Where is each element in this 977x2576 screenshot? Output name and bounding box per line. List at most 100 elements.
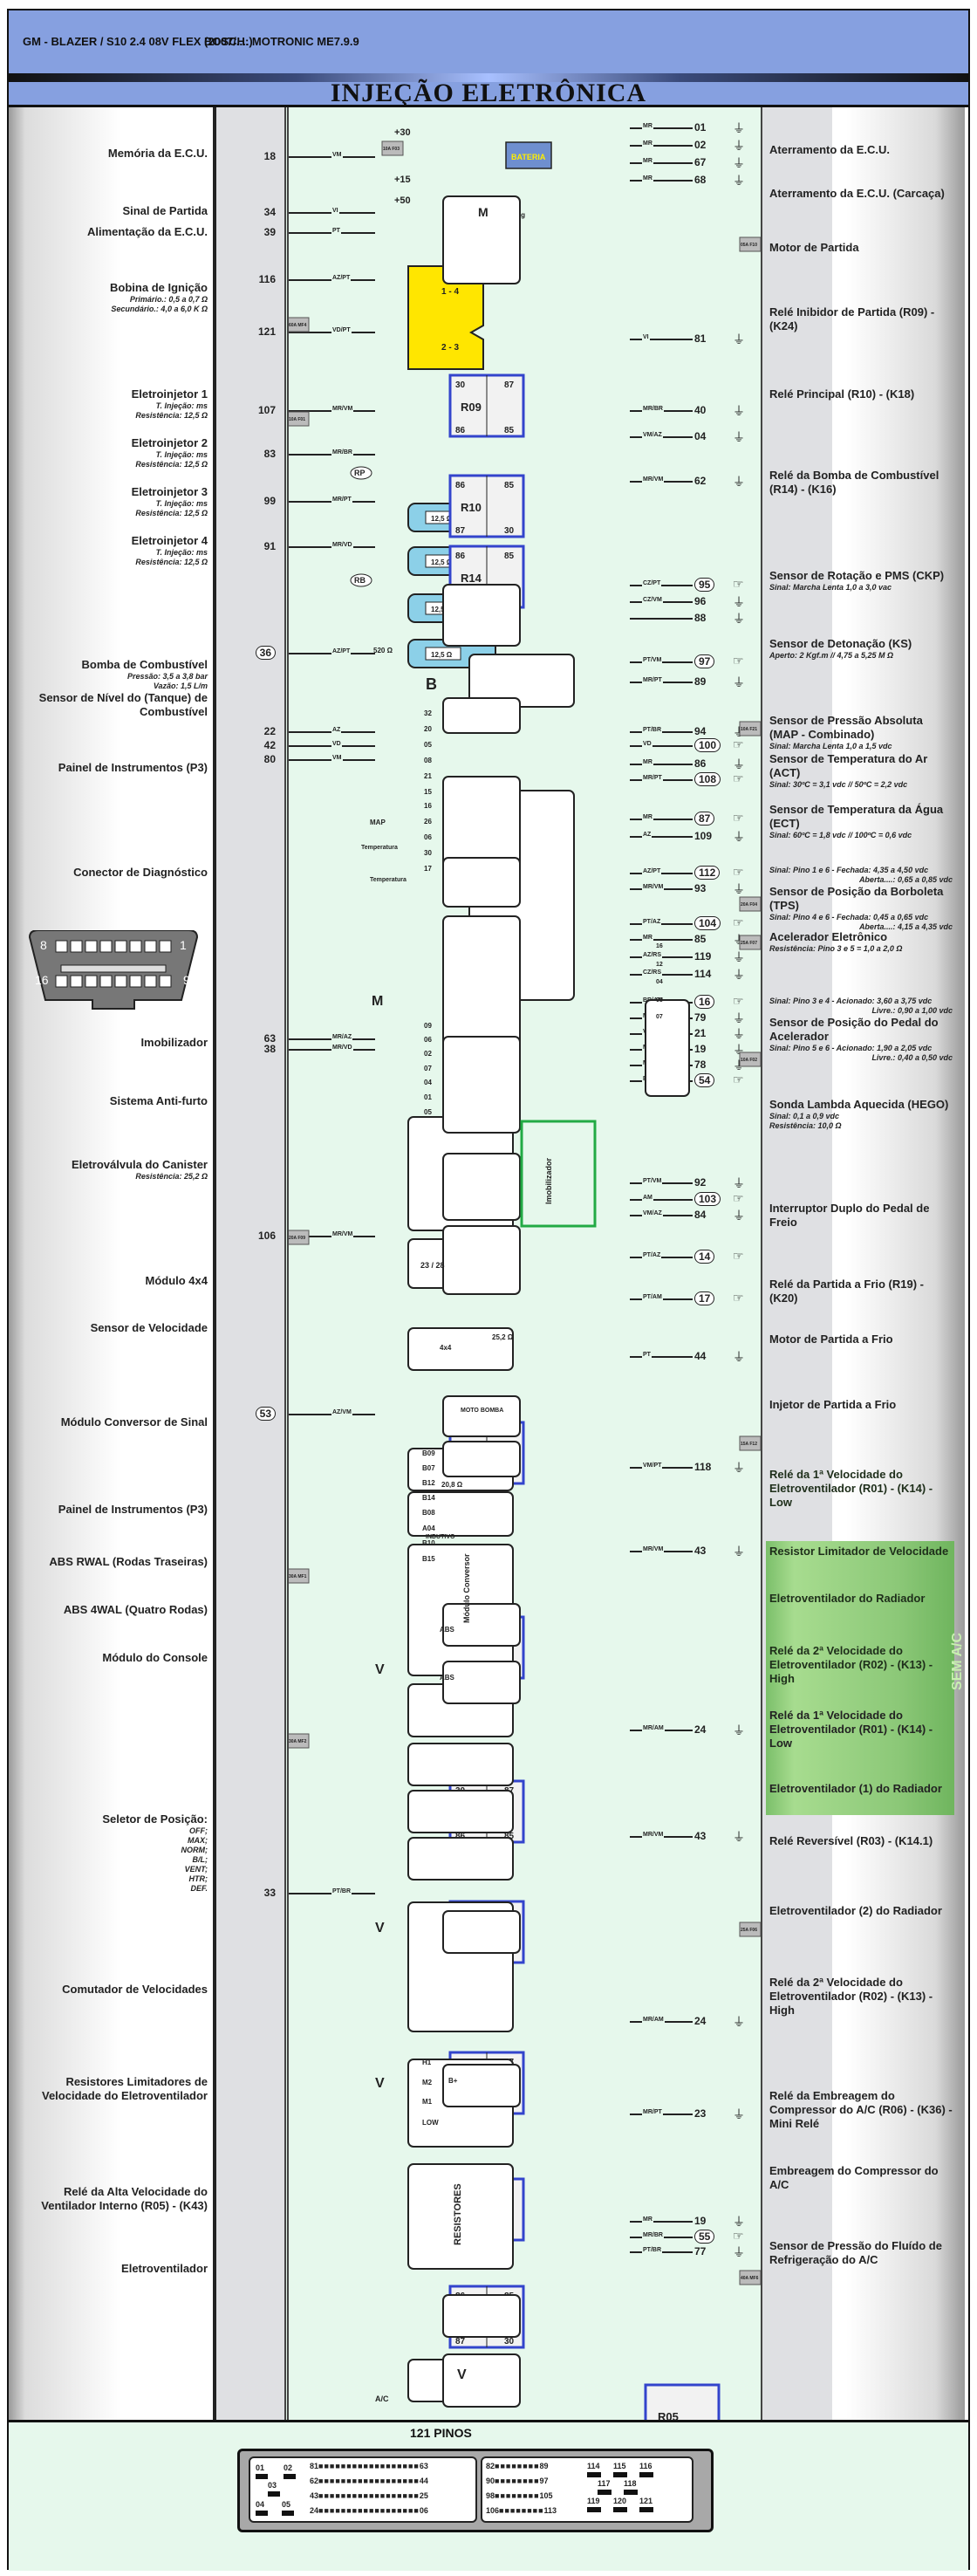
ecu-pin-right: 109 xyxy=(694,830,712,842)
cold-start-injector xyxy=(442,1441,521,1477)
ecu-pin-right: 67 xyxy=(694,156,706,168)
pin-slot xyxy=(613,2472,627,2477)
fuel-pump xyxy=(468,654,575,708)
left-label: Memória da E.C.U. xyxy=(12,147,208,161)
pin-number: 118 xyxy=(694,1461,712,1473)
ecu-single-pin: 120 xyxy=(613,2497,627,2514)
ecu-pin-left: 39 xyxy=(241,226,276,238)
obd-pin xyxy=(114,975,127,988)
fuse-label: 20A F04 xyxy=(741,902,757,908)
pin-number: 93 xyxy=(694,882,707,894)
injector-resistance-label: 12,5 Ω xyxy=(431,515,453,523)
wire-color-label: VM xyxy=(331,152,343,158)
pin-label: 82 xyxy=(486,2462,495,2470)
right-label-title: Eletroventilador (1) do Radiador xyxy=(769,1782,942,1795)
relay-pin-label: 30 xyxy=(504,2337,515,2346)
ground-icon: ☞ xyxy=(733,1191,744,1205)
cold-start-pump xyxy=(442,1395,521,1437)
ground-icon: ⏚ xyxy=(733,675,745,689)
ecu-pin-right: 01 xyxy=(694,121,706,134)
ecu-single-pin: 115 xyxy=(613,2462,627,2479)
left-label-sub: Resistência: 12,5 Ω xyxy=(135,460,208,469)
motobomba-label: MOTO BOMBA xyxy=(461,1408,503,1414)
diagnostic-connector xyxy=(645,999,690,1097)
pin-slot xyxy=(639,2472,653,2477)
wire-color-label: MR/AZ xyxy=(331,1034,353,1040)
right-label-sub: Sinal: Pino 5 e 6 - Acionado: 1,90 a 2,0… xyxy=(769,1044,933,1052)
wire-color-label: MR xyxy=(642,935,653,941)
right-label: Relé da 1ª Velocidade do Eletroventilado… xyxy=(769,1468,953,1510)
panel-pin-label: 08 xyxy=(424,757,432,764)
wire-color-label: MR xyxy=(642,175,653,182)
ground-icon: ⏚ xyxy=(733,1350,745,1364)
ac-label: A/C xyxy=(375,2394,389,2403)
pin-number: 43 xyxy=(694,1545,707,1557)
panel-pin-label: 16 xyxy=(424,802,432,810)
wire xyxy=(630,745,693,747)
pin-number: 54 xyxy=(694,1073,715,1087)
right-label: Relé Inibidor de Partida (R09) - (K24) xyxy=(769,305,953,333)
right-label-pre: Livre.: 0,90 a 1,00 vdc xyxy=(871,1006,953,1015)
obd-pin xyxy=(144,940,157,953)
page-title: INJEÇÃO ELETRÔNICA xyxy=(9,80,968,107)
pin-dots: ■■■■■■■■■■■■■■■■■■ xyxy=(318,2477,420,2485)
wire-color-label: MR/PT xyxy=(642,775,663,781)
ecu-pin-left: 99 xyxy=(241,495,276,507)
fuse-label: 20A F09 xyxy=(289,1236,305,1241)
right-label: Sensor de Rotação e PMS (CKP)Sinal: Marc… xyxy=(769,569,953,593)
pin-number: 89 xyxy=(694,675,707,688)
relay-name: R14 xyxy=(461,572,482,585)
pin-number: 04 xyxy=(694,430,707,442)
relay-pin-label: 30 xyxy=(504,526,515,536)
converter-pin-label: B14 xyxy=(422,1494,435,1502)
ground-icon: ⏚ xyxy=(733,612,745,626)
fuse xyxy=(739,1922,761,1937)
left-label: Imobilizador xyxy=(12,1036,208,1050)
pin-label: 106 xyxy=(486,2506,500,2515)
pin-number: 109 xyxy=(694,830,713,842)
right-label-sub: Sinal: Pino 4 e 6 - Fechada: 0,45 a 0,65… xyxy=(769,913,929,921)
pin-number: 24 xyxy=(694,1723,707,1736)
relay-pin-label: 86 xyxy=(455,1832,466,1841)
left-label-title: Relé da Alta Velocidade do Ventilador In… xyxy=(41,2185,208,2212)
left-label-title: Sistema Anti-furto xyxy=(109,1094,208,1107)
fuse-label: 25A F07 xyxy=(741,941,757,946)
right-label-sub: Sinal: 30ºC = 3,1 vdc // 50ºC = 2,2 vdc xyxy=(769,780,908,789)
wire-color-label: MR xyxy=(642,814,653,820)
pin-slot xyxy=(639,2507,653,2512)
obd-pin xyxy=(55,940,68,953)
right-label-sub: Aperto: 2 Kgf.m // 4,75 a 5,25 M Ω xyxy=(769,651,894,660)
obd-pin xyxy=(99,975,113,988)
map-label: MAP xyxy=(370,819,386,826)
left-label-column xyxy=(9,107,216,2420)
wiring-diagram: BATERIA+30+15+50Ch Ig1 - 42 - 312,5 Ω12,… xyxy=(287,107,761,2420)
right-label-sub: Sinal: Marcha Lenta 1,0 a 1,5 vdc xyxy=(769,742,892,750)
right-label: Relé da 2ª Velocidade do Eletroventilado… xyxy=(769,1976,953,2018)
panel-pin-label: 15 xyxy=(424,788,432,796)
left-label-title: Bomba de Combustível xyxy=(81,658,208,671)
right-label-title: Sensor de Posição do Pedal do Acelerador xyxy=(769,1016,939,1043)
switch-pin-label: H1 xyxy=(422,2059,432,2066)
ecu-pin-right: 54 xyxy=(694,1073,715,1087)
left-label-sub: T. Injeção: ms xyxy=(155,499,208,508)
left-label-sub: DEF. xyxy=(190,1884,208,1893)
ground-icon: ⏚ xyxy=(733,430,745,444)
immobilizer-pin-label: 04 xyxy=(424,1079,432,1086)
left-label-title: Resistores Limitadores de Velocidade do … xyxy=(42,2075,208,2102)
wire-color-label: AZ xyxy=(642,832,652,838)
right-label-title: Sensor de Temperatura da Água (ECT) xyxy=(769,803,944,830)
cold-injector-resistance-label: 20,8 Ω xyxy=(441,1481,463,1489)
pin-label: 89 xyxy=(539,2462,549,2470)
pin-number: 62 xyxy=(694,475,707,487)
obd-pin xyxy=(85,940,98,953)
right-label-title: Relé da 2ª Velocidade do Eletroventilado… xyxy=(769,1976,933,2017)
left-label: Painel de Instrumentos (P3) xyxy=(12,1503,208,1517)
ecu-pin-right: 119 xyxy=(694,950,711,963)
left-label-sub: Resistência: 12,5 Ω xyxy=(135,509,208,517)
pin-number: 107 xyxy=(257,404,276,416)
ecu-pin-left: 83 xyxy=(241,448,276,460)
ground-icon: ⏚ xyxy=(733,2107,745,2121)
ecu-pin-right: 96 xyxy=(694,595,706,607)
